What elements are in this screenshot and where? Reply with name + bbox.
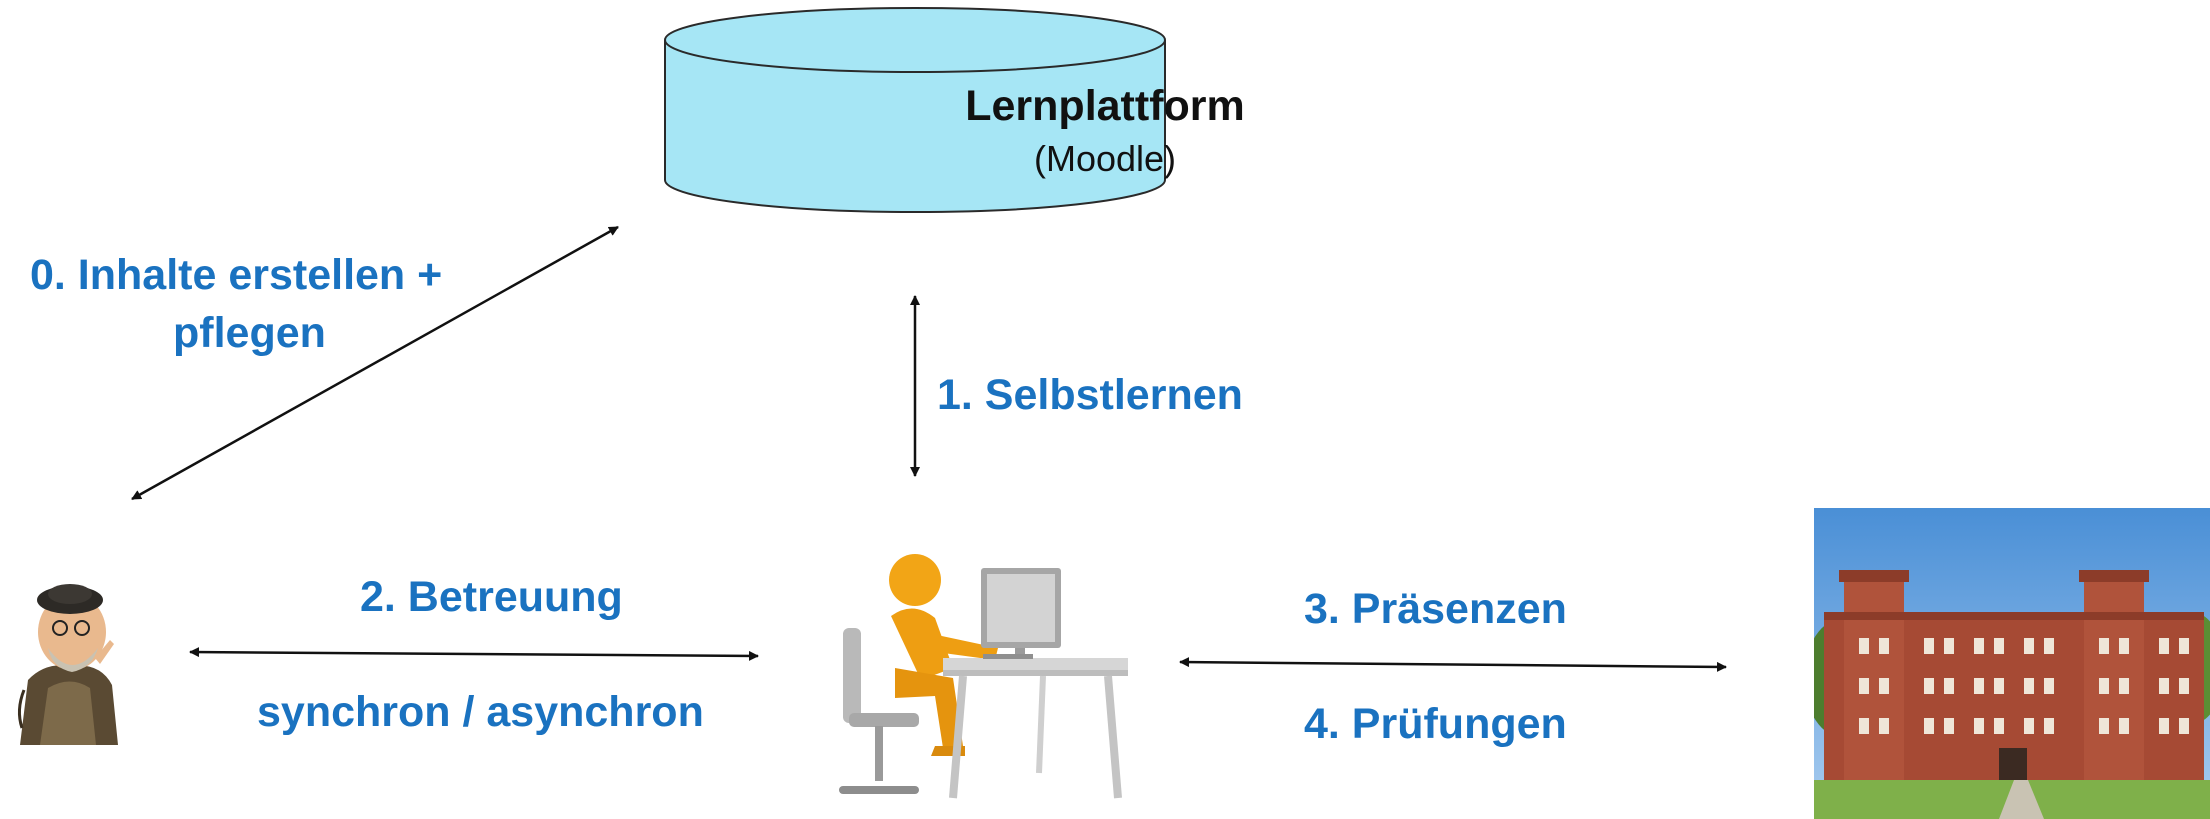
- arrow-attendance-exams: [1179, 657, 1727, 672]
- label-attendance: 3. Präsenzen: [1304, 585, 1567, 633]
- label-create-content-line2: pflegen: [173, 309, 326, 357]
- label-exams: 4. Prüfungen: [1304, 700, 1567, 748]
- database-subtitle: (Moodle): [1033, 138, 1177, 179]
- label-support-mode: synchron / asynchron: [257, 688, 704, 736]
- university-building-photo: [1814, 508, 2210, 819]
- label-create-content-line1: 0. Inhalte erstellen +: [30, 251, 443, 299]
- database-title: Lernplattform: [965, 82, 1245, 130]
- arrow-support: [189, 647, 759, 661]
- label-support: 2. Betreuung: [360, 573, 623, 621]
- learning-platform-database: [664, 7, 1166, 213]
- label-self-learning: 1. Selbstlernen: [937, 371, 1243, 419]
- arrow-create-content: [131, 225, 619, 501]
- professor-caricature-icon: [17, 584, 118, 745]
- person-at-computer-icon: [839, 554, 1128, 799]
